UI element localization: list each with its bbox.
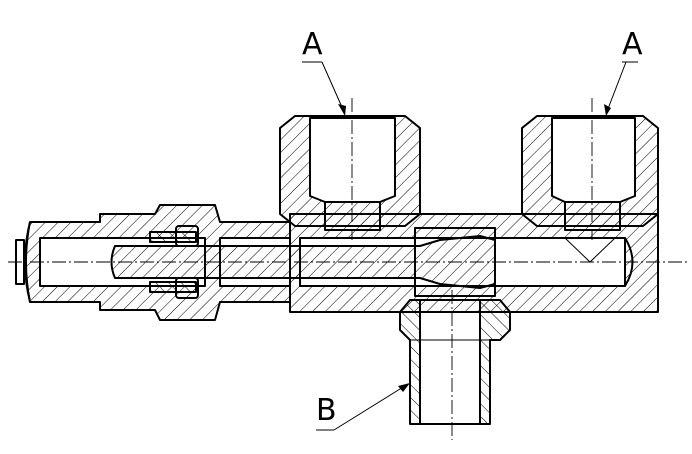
label-a-right: A [604,27,643,116]
port-a-right-label: A [622,27,643,62]
inner-stem [110,227,496,297]
label-b: B [316,383,410,431]
port-b-label: B [316,393,337,428]
port-a-left-label: A [302,27,323,62]
left-fitting [15,204,291,321]
port-a-left-boss [279,98,421,240]
port-a-right-boss [521,98,659,240]
port-b-fitting [399,290,511,440]
label-a-left: A [302,27,346,116]
